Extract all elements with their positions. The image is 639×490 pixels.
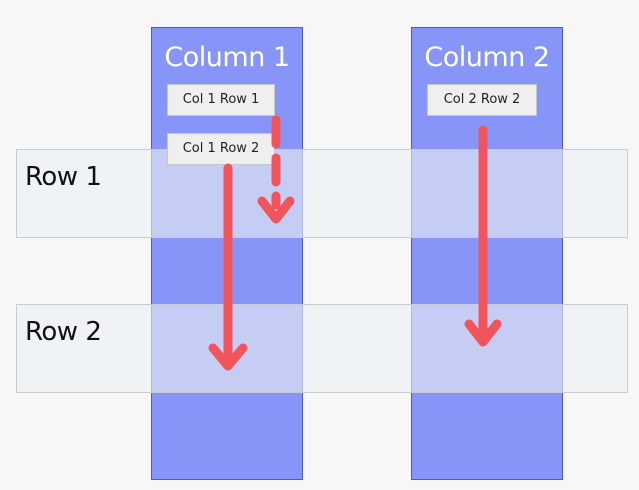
column-2-title: Column 2 bbox=[424, 42, 550, 73]
row-1: Row 1 bbox=[16, 149, 628, 238]
row-2: Row 2 bbox=[16, 304, 628, 393]
arrow-col2-row2 bbox=[464, 125, 502, 347]
arrow-col1-row2 bbox=[208, 163, 248, 371]
item-col2-row2: Col 2 Row 2 bbox=[427, 84, 537, 116]
item-col1-row1: Col 1 Row 1 bbox=[167, 84, 275, 116]
dashed-arrow bbox=[257, 115, 295, 224]
row-2-label: Row 2 bbox=[25, 317, 102, 347]
row-1-label: Row 1 bbox=[25, 162, 102, 192]
item-col1-row2: Col 1 Row 2 bbox=[167, 133, 275, 165]
column-1-title: Column 1 bbox=[164, 42, 290, 73]
